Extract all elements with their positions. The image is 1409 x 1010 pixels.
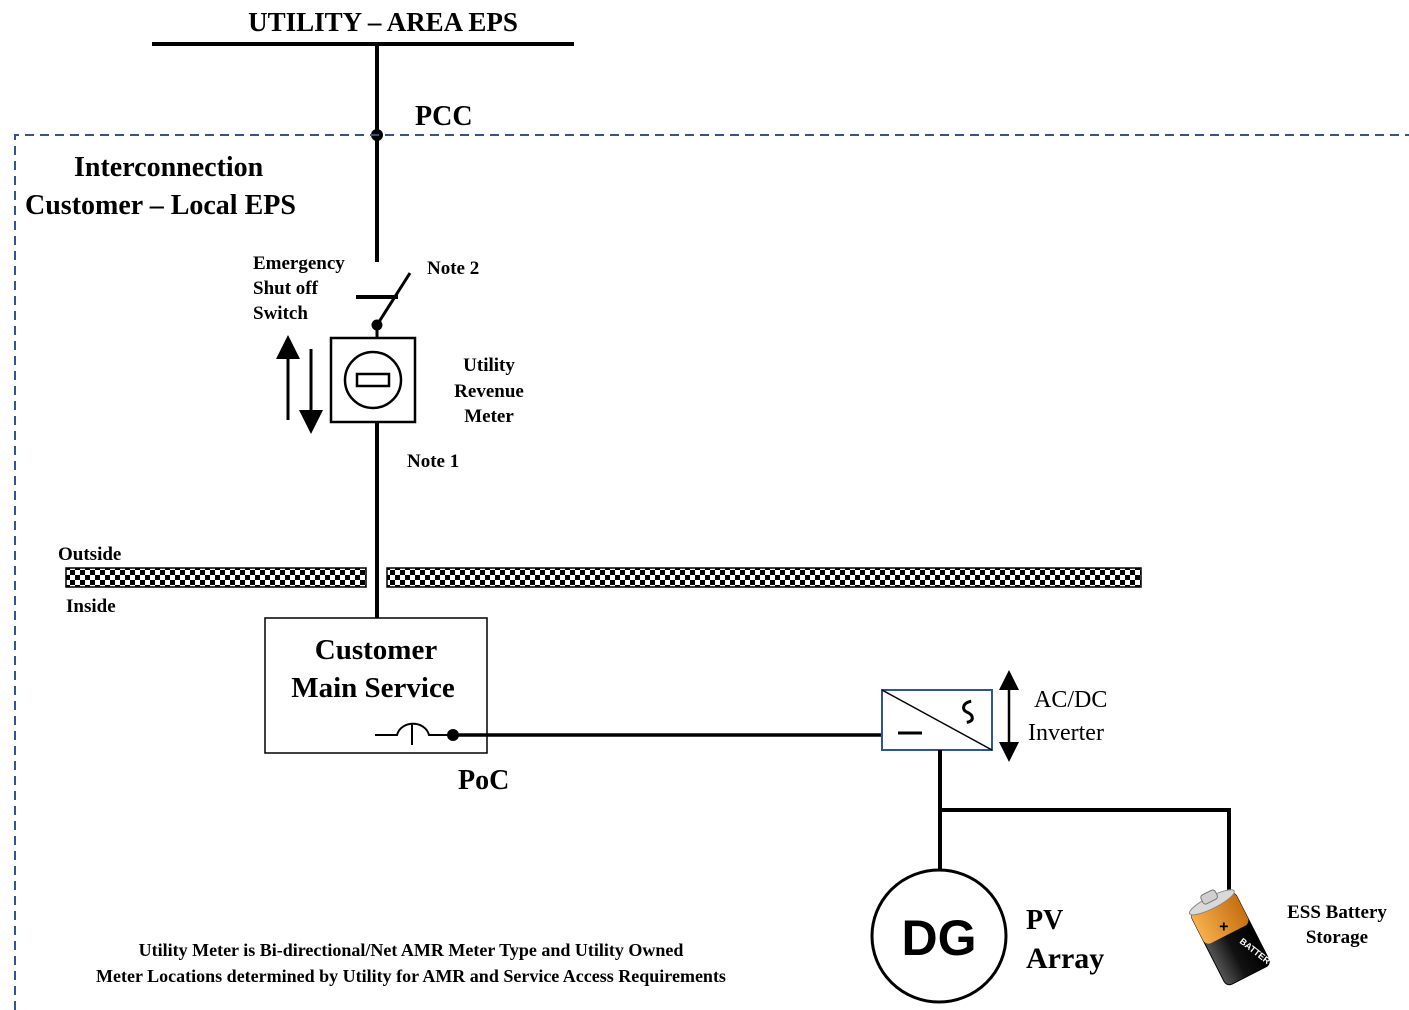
battery-label-line1: ESS Battery	[1287, 902, 1387, 923]
inverter-diagonal	[881, 689, 993, 751]
meter-label-line2: Revenue	[454, 381, 524, 402]
inverter-label-line1: AC/DC	[1034, 687, 1107, 713]
main-service-line2: Main Service	[291, 672, 455, 704]
footnote-line1: Utility Meter is Bi-directional/Net AMR …	[139, 940, 684, 960]
dg-symbol: DG	[902, 910, 977, 966]
switch-label-line2: Shut off	[253, 278, 319, 299]
battery-plus: +	[1219, 919, 1228, 936]
building-wall-left	[65, 567, 367, 588]
customer-local-eps-label: Customer – Local EPS	[25, 190, 296, 221]
pv-label-line2: Array	[1026, 942, 1104, 975]
battery-label-line2: Storage	[1306, 927, 1368, 948]
interconnection-boundary	[14, 134, 1409, 1010]
pcc-label: PCC	[415, 101, 473, 132]
inverter-label-line2: Inverter	[1028, 720, 1104, 746]
main-service-line1: Customer	[315, 634, 438, 666]
inside-label: Inside	[66, 596, 116, 617]
note-2-label: Note 2	[427, 258, 479, 279]
utility-title: UTILITY – AREA EPS	[248, 7, 518, 37]
switch-label-line1: Emergency	[253, 253, 345, 274]
meter-label-line1: Utility	[463, 355, 515, 376]
outside-label: Outside	[58, 544, 121, 565]
switch-label-line3: Switch	[253, 303, 308, 324]
meter-label-line3: Meter	[464, 406, 514, 427]
inverter-ac-symbol	[962, 699, 974, 724]
poc-label: PoC	[458, 765, 509, 796]
pv-label-line1: PV	[1026, 905, 1063, 936]
dg-circle	[870, 868, 1008, 1004]
main-breaker-symbol	[375, 722, 448, 745]
switch-blade	[375, 272, 412, 326]
note-1-label: Note 1	[407, 451, 459, 472]
revenue-meter-window	[355, 372, 391, 388]
battery-icon: + BATTERY	[1188, 889, 1277, 986]
footnote-line2: Meter Locations determined by Utility fo…	[96, 966, 726, 986]
building-wall-right	[386, 567, 1142, 588]
interconnection-label: Interconnection	[74, 152, 264, 183]
